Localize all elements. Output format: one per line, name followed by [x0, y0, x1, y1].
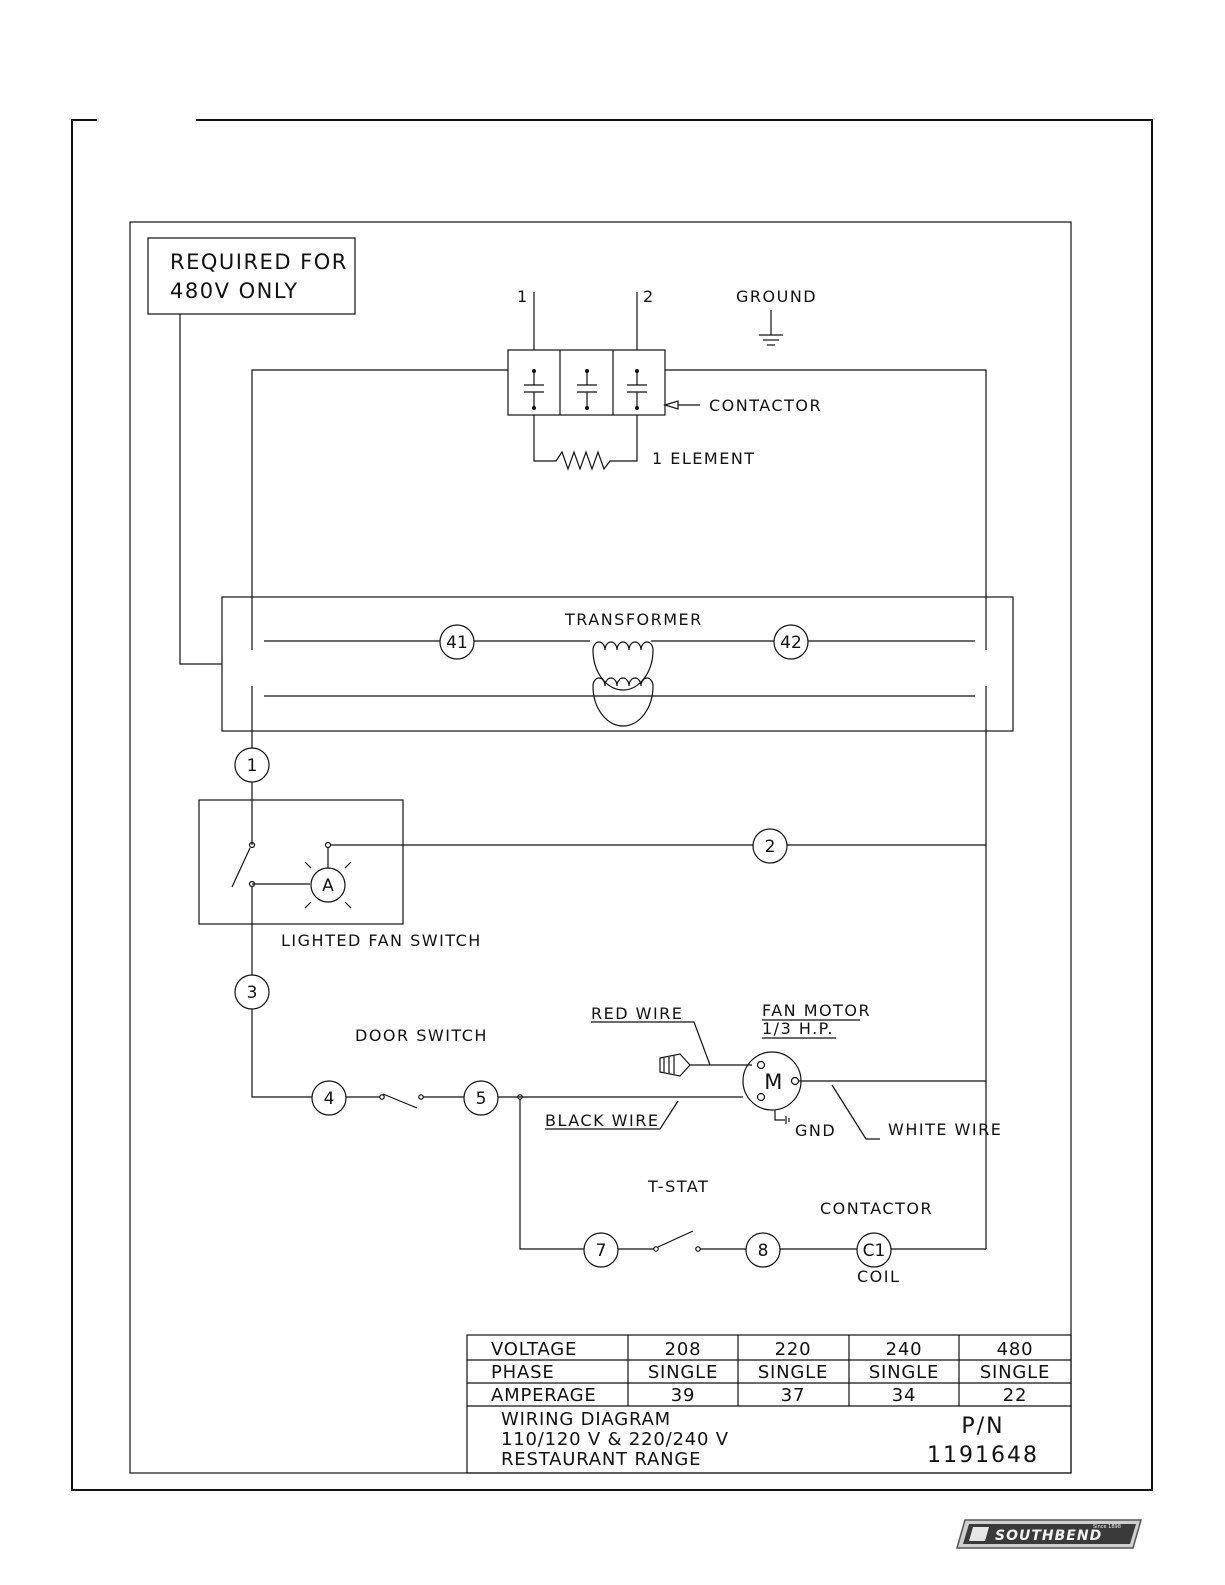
door-switch-label: DOOR SWITCH — [355, 1026, 488, 1045]
lighted-fan-switch-label: LIGHTED FAN SWITCH — [281, 931, 482, 950]
title-line1: WIRING DIAGRAM — [501, 1409, 671, 1430]
tstat-label: T-STAT — [647, 1177, 709, 1196]
cell-phase-1: SINGLE — [648, 1362, 718, 1383]
logo-brand: SOUTHBEND — [995, 1528, 1102, 1544]
pn-label: P/N — [961, 1414, 1004, 1439]
fan-motor-label-line2: 1/3 H.P. — [762, 1019, 834, 1038]
ground-symbol: GROUND — [736, 287, 817, 346]
node-2: 2 — [765, 837, 776, 857]
node-42: 42 — [780, 633, 802, 653]
spec-table: VOLTAGE 208 220 240 480 PHASE SINGLE SIN… — [466, 1334, 1072, 1474]
row-voltage-label: VOLTAGE — [491, 1339, 577, 1360]
terminal-2-label: 2 — [643, 287, 655, 306]
cell-amperage-3: 34 — [892, 1385, 917, 1406]
row-amperage-label: AMPERAGE — [491, 1385, 597, 1406]
transformer: TRANSFORMER 41 42 — [221, 596, 1014, 1249]
node-1: 1 — [247, 756, 258, 776]
node-7: 7 — [596, 1241, 607, 1261]
fan-motor: RED WIRE FAN MOTOR 1/3 H.P. M GND WHITE … — [545, 1001, 1002, 1140]
cell-voltage-480: 480 — [997, 1339, 1034, 1360]
contactor-coil-label: CONTACTOR — [820, 1199, 933, 1218]
pn-value: 1191648 — [927, 1443, 1039, 1468]
required-box-line1: REQUIRED FOR — [170, 250, 348, 274]
heating-element: 1 ELEMENT — [533, 415, 756, 471]
contactor: CONTACTOR — [507, 349, 822, 416]
element-label: 1 ELEMENT — [652, 449, 756, 468]
black-wire-label: BLACK WIRE — [545, 1111, 659, 1130]
coil-label: COIL — [857, 1267, 900, 1286]
lamp-a: A — [322, 876, 334, 896]
node-41: 41 — [446, 633, 468, 653]
cell-amperage-4: 22 — [1003, 1385, 1028, 1406]
gnd-label: GND — [795, 1121, 836, 1140]
lighted-fan-switch: A LIGHTED FAN SWITCH — [198, 799, 482, 950]
cell-voltage-208: 208 — [665, 1339, 702, 1360]
node-4: 4 — [324, 1089, 335, 1109]
cell-voltage-220: 220 — [775, 1339, 812, 1360]
page-frame — [71, 119, 1153, 1491]
required-box-line2: 480V ONLY — [170, 279, 299, 303]
motor-m: M — [764, 1070, 784, 1094]
red-wire-label: RED WIRE — [591, 1004, 683, 1023]
transformer-label: TRANSFORMER — [564, 610, 703, 629]
node-5: 5 — [476, 1089, 487, 1109]
terminal-1-label: 1 — [517, 287, 529, 306]
cell-voltage-240: 240 — [886, 1339, 923, 1360]
title-line3: RESTAURANT RANGE — [501, 1449, 701, 1470]
fan-motor-label-line1: FAN MOTOR — [762, 1001, 871, 1020]
cell-amperage-1: 39 — [671, 1385, 696, 1406]
required-480v-box: REQUIRED FOR 480V ONLY — [147, 237, 356, 665]
node-8: 8 — [758, 1241, 769, 1261]
contactor-label: CONTACTOR — [709, 396, 822, 415]
cell-phase-2: SINGLE — [758, 1362, 828, 1383]
ground-label: GROUND — [736, 287, 817, 306]
cell-phase-4: SINGLE — [980, 1362, 1050, 1383]
node-3: 3 — [247, 983, 258, 1003]
southbend-logo: SOUTHBEND Since 1898 — [956, 1519, 1142, 1549]
node-c1: C1 — [863, 1241, 886, 1261]
cell-amperage-2: 37 — [781, 1385, 806, 1406]
row-phase-label: PHASE — [491, 1362, 555, 1383]
cell-phase-3: SINGLE — [869, 1362, 939, 1383]
logo-since: Since 1898 — [1093, 1524, 1121, 1530]
title-line2: 110/120 V & 220/240 V — [501, 1429, 729, 1450]
white-wire-label: WHITE WIRE — [888, 1120, 1002, 1139]
